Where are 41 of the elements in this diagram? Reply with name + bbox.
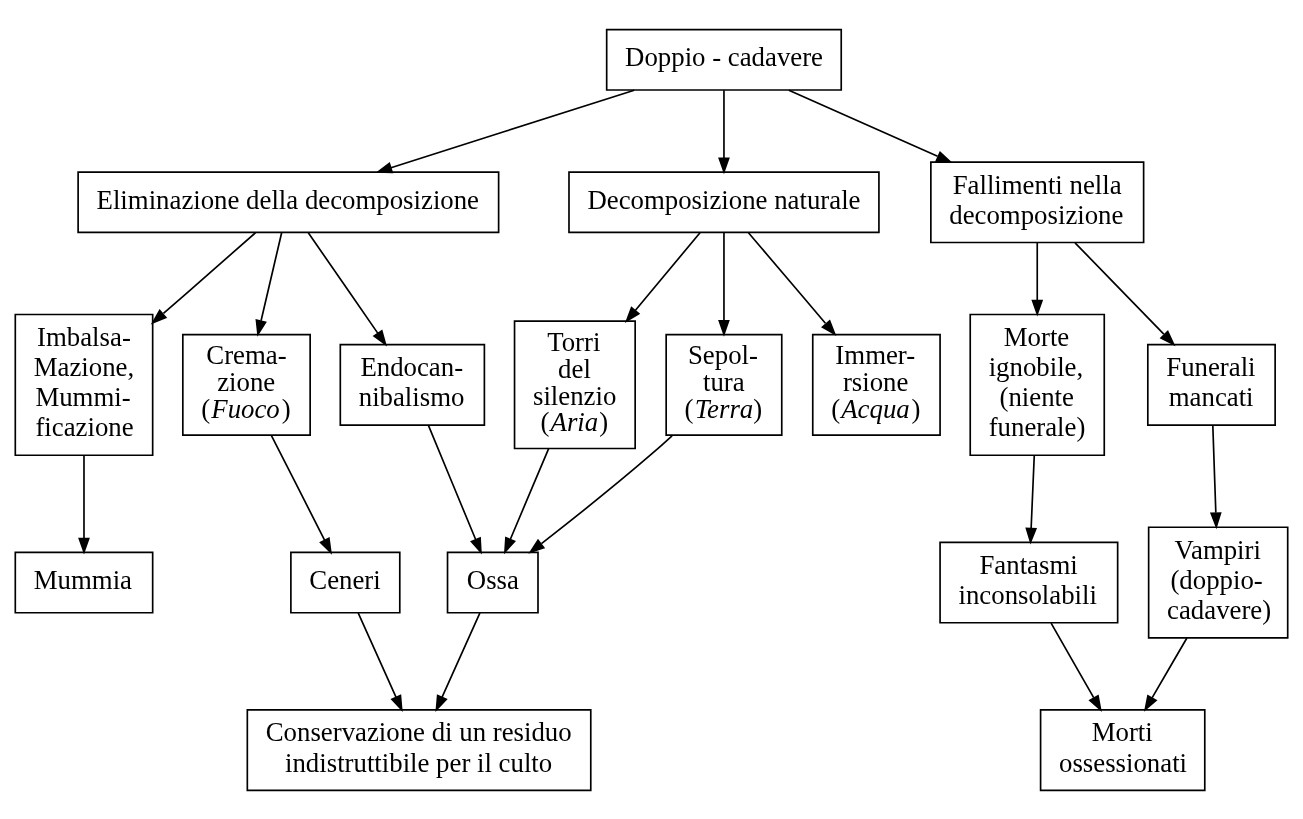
arrow (255, 231, 283, 337)
node-box: Ossa (446, 551, 539, 614)
node-box: Doppio - cadavere (605, 28, 843, 91)
node-box: Ceneri (290, 551, 401, 614)
arrow (504, 447, 550, 554)
arrow (427, 424, 482, 555)
node-box: Funerali mancati (1146, 343, 1276, 426)
node-box: Vampiri (doppio- cadavere) (1147, 525, 1289, 639)
arrow (1050, 621, 1102, 712)
node-box: Morti ossessionati (1039, 708, 1206, 791)
arrow (624, 231, 701, 323)
node-box: Sepol- tura (Terra) (665, 333, 783, 436)
node-box: Morte ignobile, (niente funerale) (969, 313, 1106, 456)
node-box: Fantasmi inconsolabili (939, 541, 1119, 624)
arrow (307, 231, 387, 347)
arrow (747, 231, 837, 336)
arrow (270, 434, 332, 555)
arrow (1025, 454, 1037, 545)
arrow (357, 611, 403, 712)
arrow (528, 434, 673, 554)
arrow (150, 231, 257, 325)
node-box: Fallimenti nella decomposizione (930, 160, 1145, 243)
node-box: Immer- rsione (Acqua) (811, 333, 941, 436)
arrow (1031, 241, 1044, 317)
arrow (718, 89, 730, 174)
node-box: Conservazione di un residuo indistruttibile per il culto (246, 708, 592, 791)
node-box: Decomposizione naturale (568, 170, 880, 233)
arrow (1074, 241, 1176, 346)
arrow (375, 88, 636, 173)
node-box: Crema- zione (Fuoco) (182, 333, 311, 436)
arrow (718, 231, 730, 337)
arrow (1209, 424, 1222, 529)
arrow (788, 89, 953, 163)
node-box: Imbalsa- Mazione, Mummi- ficazione (14, 313, 154, 456)
arrow (78, 454, 90, 555)
node-box: Mummia (14, 551, 154, 614)
arrow (1143, 636, 1188, 712)
arrow (435, 611, 481, 712)
node-box: Eliminazione della decomposizione (77, 170, 500, 233)
node-box: Endocan- nibalismo (339, 343, 486, 426)
node-box: Torri del silenzio (Aria) (513, 319, 636, 449)
